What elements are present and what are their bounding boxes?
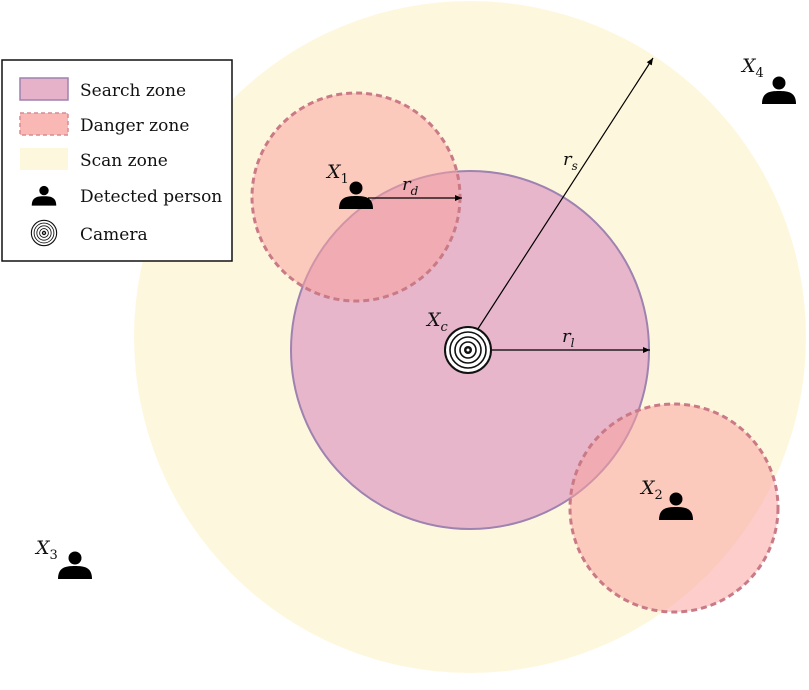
legend-label-camera: Camera — [80, 225, 148, 245]
legend-label-search-zone: Search zone — [80, 81, 186, 101]
legend-label-danger-zone: Danger zone — [80, 116, 189, 136]
label-x2: X2 — [639, 477, 663, 503]
label-x4: X4 — [740, 55, 764, 81]
legend-label-detected-person: Detected person — [80, 187, 222, 207]
legend-swatch-search-zone — [19, 77, 69, 101]
label-x3: X3 — [34, 537, 58, 563]
rs-arrow — [471, 57, 654, 339]
camera-icon — [444, 326, 492, 374]
person-x4-icon — [762, 76, 796, 104]
label-x1: X1 — [325, 161, 349, 187]
label-rs: rs — [563, 149, 578, 173]
label-rl: rl — [562, 326, 575, 350]
label-rd: rd — [402, 174, 419, 198]
person-x3-icon — [58, 551, 92, 579]
legend: Search zone Danger zone Scan zone Detect… — [1, 59, 233, 262]
legend-camera-icon — [30, 219, 58, 247]
legend-swatch-danger-zone — [19, 112, 69, 136]
legend-swatch-scan-zone — [20, 148, 68, 170]
legend-label-scan-zone: Scan zone — [80, 151, 168, 171]
label-xc: Xc — [425, 309, 449, 335]
